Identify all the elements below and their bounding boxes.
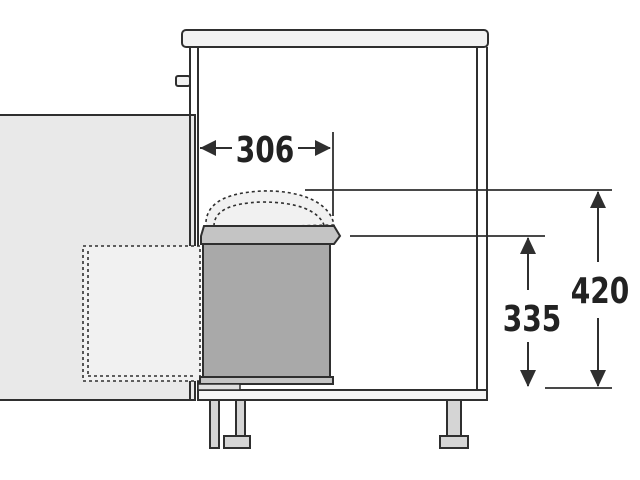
leg-left-post bbox=[209, 399, 220, 449]
bin-pulled-out-ghost bbox=[82, 245, 201, 382]
leg-right-post bbox=[446, 399, 462, 441]
leg-right-foot bbox=[439, 435, 469, 449]
cabinet-body bbox=[175, 29, 489, 401]
bin-body bbox=[202, 243, 331, 380]
height-420-arrow-head-top bbox=[590, 191, 606, 208]
waste-bin bbox=[197, 225, 342, 391]
height-420-label: 420 bbox=[571, 270, 630, 312]
height-335-arrow-head-top bbox=[520, 237, 536, 254]
height-335-arrow-head-bottom bbox=[520, 370, 536, 387]
width-arrow-head-right bbox=[315, 140, 331, 156]
lid-open-ghost bbox=[205, 190, 335, 229]
ghost-open-lid-inner bbox=[213, 201, 325, 227]
bin-lid bbox=[200, 225, 342, 245]
width-dimension: 306 bbox=[200, 129, 334, 216]
height-335-label: 335 bbox=[503, 298, 562, 340]
door-hinge bbox=[175, 75, 191, 87]
cabinet-top-board bbox=[181, 29, 489, 48]
ghost-bin-body bbox=[82, 245, 201, 382]
width-dimension-label: 306 bbox=[236, 129, 295, 171]
ghost-open-lid bbox=[205, 190, 335, 229]
height-335-dimension: 335 bbox=[350, 235, 562, 387]
height-420-arrow-head-bottom bbox=[590, 370, 606, 387]
cabinet-bottom-board bbox=[197, 389, 488, 401]
height-420-dimension: 420 bbox=[305, 189, 630, 389]
width-arrow-head-left bbox=[200, 140, 216, 156]
cabinet-legs bbox=[209, 399, 469, 449]
bin-base-rim bbox=[199, 376, 334, 385]
bin-slide-rail bbox=[197, 383, 241, 391]
leg-left-foot bbox=[223, 435, 251, 449]
